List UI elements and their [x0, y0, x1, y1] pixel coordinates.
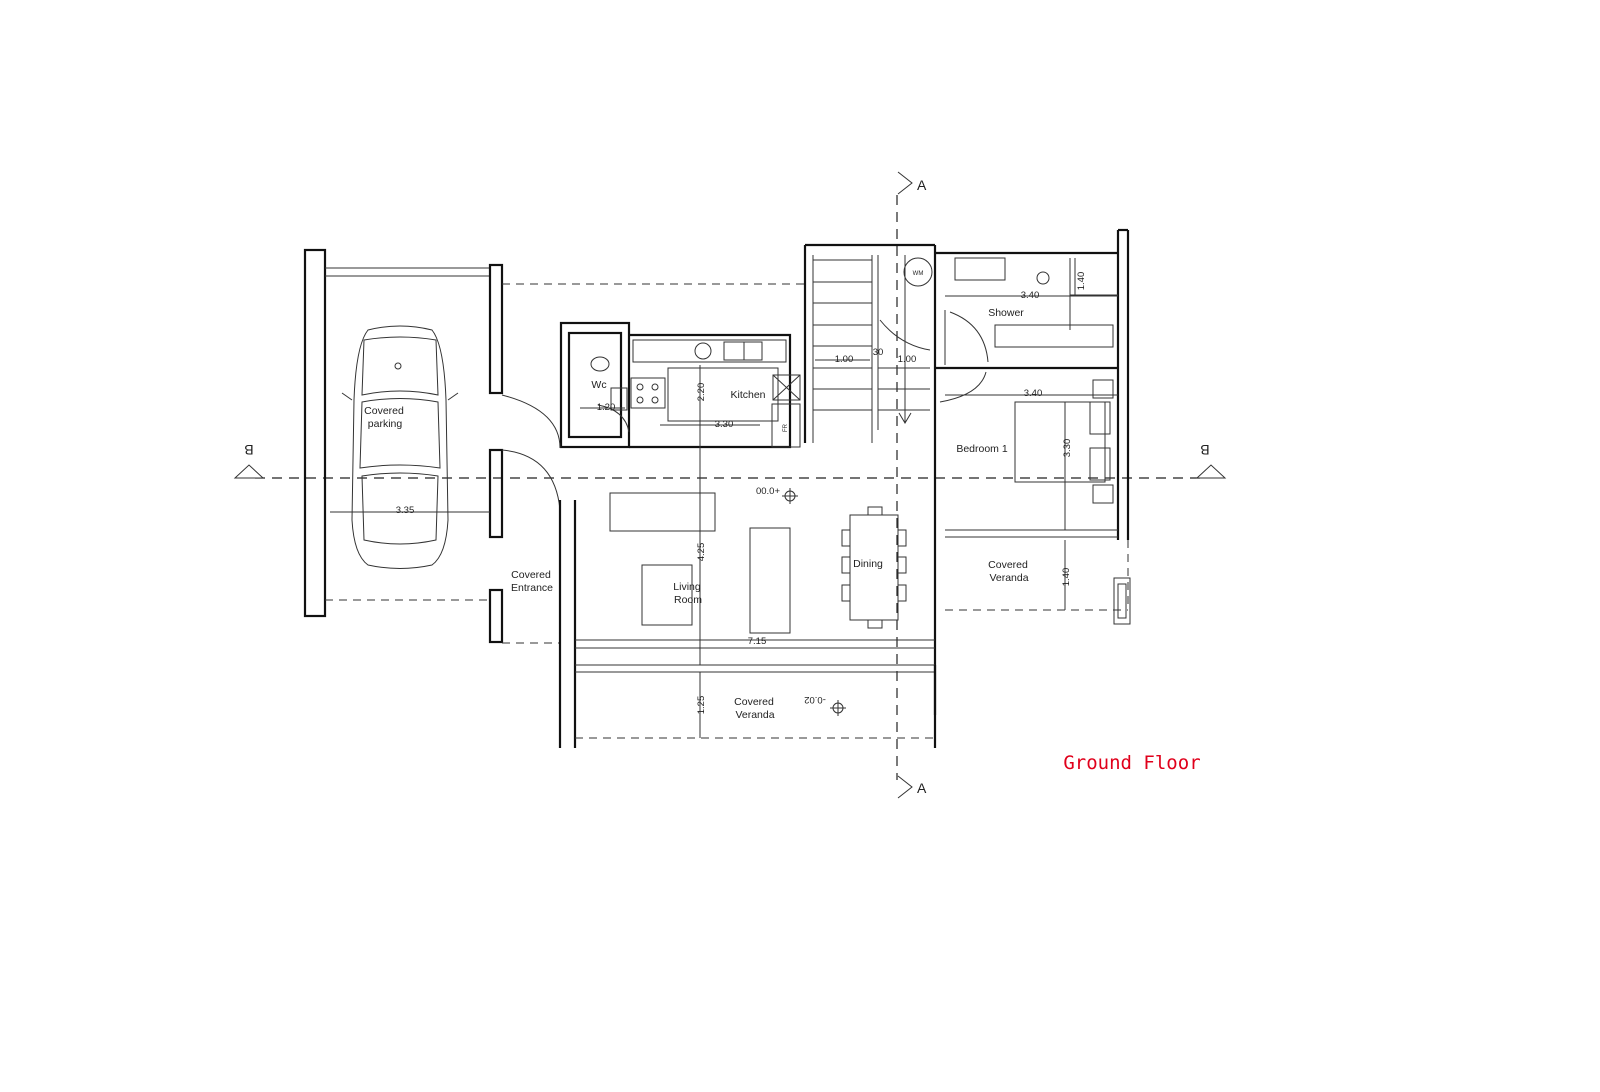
- level-label-veranda: -0.02: [804, 694, 826, 705]
- dim-stair-gap: 30: [873, 347, 884, 358]
- level-marker-interior: [782, 488, 798, 504]
- dim-living-width: 7.15: [748, 636, 767, 647]
- label-covered-entrance-2: Entrance: [511, 582, 553, 594]
- living-area: [501, 394, 937, 748]
- dim-stair-landing: 1.00: [898, 354, 917, 365]
- wc-room: [559, 321, 631, 449]
- label-wc: Wc: [591, 379, 606, 391]
- dim-living-depth: 4.25: [696, 543, 707, 562]
- label-shower: Shower: [988, 307, 1024, 319]
- dim-wc-width: 1.20: [597, 402, 616, 413]
- label-covered-veranda-right-2: Veranda: [989, 572, 1028, 584]
- dimension-lines: [330, 258, 1118, 738]
- section-label-a-top: A: [917, 177, 927, 193]
- level-label-interior: 00.0+: [756, 486, 780, 497]
- bedroom-area: [935, 366, 1131, 625]
- shower-room: [933, 228, 1130, 715]
- section-marker-b-left: [233, 464, 265, 479]
- dim-bedroom-width: 3.40: [1024, 388, 1043, 399]
- dim-veranda-right-depth: 1.40: [1061, 568, 1072, 587]
- section-label-a-bottom: A: [917, 780, 927, 796]
- dim-bedroom-depth: 3.30: [1062, 439, 1073, 458]
- label-bedroom-1: Bedroom 1: [956, 443, 1008, 455]
- fridge-label: FR: [783, 423, 789, 432]
- label-dining: Dining: [853, 558, 883, 570]
- label-covered-parking-2: parking: [368, 418, 403, 430]
- drawing-title: Ground Floor: [1063, 752, 1200, 774]
- label-living-room-2: Room: [674, 594, 702, 606]
- section-marker-a-bottom: [897, 775, 913, 799]
- label-covered-veranda-bottom-1: Covered: [734, 696, 774, 708]
- dim-kitchen-height: 2.20: [696, 383, 707, 402]
- label-kitchen: Kitchen: [730, 389, 765, 401]
- dim-kitchen-width: 3.30: [715, 419, 734, 430]
- label-living-room-1: Living: [673, 581, 701, 593]
- section-label-b-right: B: [1200, 442, 1209, 458]
- dim-stair-run: 1.00: [835, 354, 854, 365]
- dim-veranda-bottom-depth: 1.25: [696, 696, 707, 715]
- label-covered-parking-1: Covered: [364, 405, 404, 417]
- washer-label: WM: [913, 271, 924, 277]
- car-icon: [341, 325, 459, 569]
- dim-shower-width: 3.40: [1021, 290, 1040, 301]
- section-label-b-left: B: [244, 442, 253, 458]
- carport: [303, 248, 805, 644]
- section-marker-a-top: [897, 171, 913, 195]
- label-covered-entrance-1: Covered: [511, 569, 551, 581]
- dim-shower-depth: 1.40: [1076, 272, 1087, 291]
- label-covered-veranda-bottom-2: Veranda: [735, 709, 774, 721]
- label-covered-veranda-right-1: Covered: [988, 559, 1028, 571]
- kitchen-area: FR: [629, 333, 801, 449]
- dim-parking-width: 3.35: [396, 505, 415, 516]
- level-marker-veranda: [830, 700, 846, 716]
- section-marker-b-right: [1195, 464, 1227, 479]
- staircase: WM: [803, 243, 935, 443]
